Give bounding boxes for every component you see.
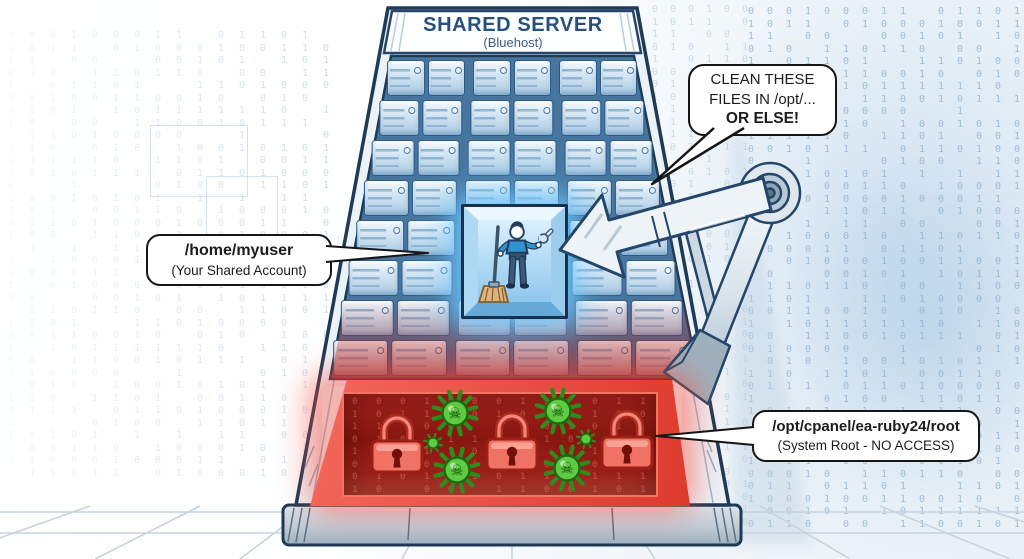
server-unit-icon — [564, 140, 607, 176]
server-unit-icon — [371, 140, 415, 176]
rack-cell — [559, 58, 637, 98]
server-unit-icon — [401, 260, 453, 296]
rack-cell — [473, 58, 551, 98]
server-unit-icon — [614, 180, 661, 216]
threat-speech-bubble: CLEAN THESE FILES IN /opt/... OR ELSE! — [688, 64, 837, 136]
binary-column: 1 1 0 1 0 1 0 0 1 0 1 1 0 1 0 0 1 0 1 1 … — [71, 30, 78, 479]
server-unit-icon — [620, 220, 668, 256]
binary-column: 0 0 1 0 1 1 0 1 0 1 1 0 0 1 1 0 1 0 0 1 … — [113, 30, 120, 479]
virus-small-icon — [423, 433, 443, 458]
server-unit-icon — [566, 180, 612, 216]
server-unit-icon — [604, 100, 645, 136]
server-unit-icon — [363, 180, 410, 216]
callout-home-desc: (Your Shared Account) — [171, 262, 307, 278]
svg-text:☠: ☠ — [448, 405, 461, 423]
binary-column: 0 1 1 0 1 0 1 1 0 0 1 1 0 1 0 0 1 0 1 0 … — [995, 6, 1002, 530]
binary-column: 1 1 0 1 0 0 1 0 1 0 0 1 1 0 1 0 1 1 1 0 … — [1014, 6, 1021, 530]
callout-root: /opt/cpanel/ea-ruby24/root (System Root … — [752, 410, 980, 462]
rack-cell — [387, 58, 465, 98]
rack-cell — [379, 98, 463, 138]
server-unit-icon — [412, 180, 458, 216]
binary-column: 0 1 0 0 1 0 1 0 1 1 0 1 1 0 1 0 0 1 0 1 … — [50, 30, 57, 479]
binary-column: 0 1 0 1 1 0 1 0 0 1 0 1 0 0 1 1 0 1 0 1 … — [134, 30, 141, 466]
rack-cell — [564, 138, 653, 178]
server-unit-icon — [571, 260, 623, 296]
server-unit-icon — [406, 220, 455, 256]
server-unit-icon — [473, 60, 511, 96]
rack-cell — [467, 138, 557, 178]
server-unit-icon — [569, 220, 618, 256]
binary-column: 1 0 1 0 0 1 0 1 1 0 1 0 0 1 0 1 1 0 1 0 … — [957, 6, 964, 530]
server-unit-icon — [356, 220, 404, 256]
server-unit-icon — [609, 140, 653, 176]
server-unit-icon — [513, 60, 551, 96]
rack-cell — [470, 98, 554, 138]
server-unit-icon — [417, 140, 460, 176]
server-unit-icon — [513, 100, 554, 136]
server-unit-icon — [625, 260, 676, 296]
server-title: SHARED SERVER — [423, 14, 603, 37]
binary-column: 0 1 1 0 1 0 0 1 0 1 0 0 1 1 0 1 0 1 1 0 … — [8, 30, 15, 466]
bubble-line: CLEAN THESE — [710, 71, 815, 89]
server-unit-icon — [427, 60, 465, 96]
rack-row — [371, 138, 653, 178]
rack-cell — [348, 258, 453, 298]
server-banner: SHARED SERVER (Bluehost) — [384, 13, 642, 53]
callout-root-path: /opt/cpanel/ea-ruby24/root — [772, 418, 960, 436]
padlock-icon — [598, 406, 656, 477]
rack-cell — [371, 138, 460, 178]
server-unit-icon — [422, 100, 463, 136]
binary-column: 0 0 1 1 0 0 1 0 1 1 0 0 1 1 0 1 0 0 1 0 … — [92, 30, 99, 479]
person-cleaning-figure — [464, 207, 565, 316]
server-unit-icon — [561, 100, 602, 136]
server-unit-icon — [467, 140, 511, 176]
wall-schematic-box — [150, 125, 248, 197]
rack-cell — [571, 258, 676, 298]
rack-cell — [561, 98, 645, 138]
restricted-root-zone: 0 1 1 0 1 0 0 1 0 0 0 1 1 0 1 0 1 1 0 1 … — [310, 380, 690, 506]
binary-column: 0 0 1 1 0 1 0 1 1 1 0 0 0 1 0 1 0 0 1 1 … — [29, 30, 36, 479]
server-unit-icon — [348, 260, 399, 296]
padlock-icon — [483, 408, 541, 479]
server-unit-icon — [379, 100, 420, 136]
callout-home: /home/myuser (Your Shared Account) — [146, 234, 332, 286]
callout-home-path: /home/myuser — [184, 241, 294, 259]
rack-cell — [363, 178, 458, 218]
server-unit-icon — [387, 60, 425, 96]
server-unit-icon — [470, 100, 511, 136]
rack-cell — [569, 218, 668, 258]
server-unit-icon — [599, 60, 637, 96]
rack-row — [387, 58, 637, 98]
virus-icon: ☠ — [534, 387, 582, 440]
callout-root-desc: (System Root - NO ACCESS) — [777, 437, 955, 453]
bubble-line: OR ELSE! — [725, 110, 800, 128]
svg-text:☠: ☠ — [560, 460, 573, 478]
padlock-icon — [368, 410, 426, 481]
virus-small-icon — [576, 429, 596, 454]
user-account-cell — [461, 204, 568, 319]
rack-row — [379, 98, 645, 138]
binary-column: 1 0 1 0 0 1 0 1 1 0 1 0 0 1 0 1 1 0 1 0 … — [239, 30, 246, 479]
svg-text:☠: ☠ — [551, 403, 564, 421]
server-unit-icon — [513, 140, 557, 176]
server-unit-icon — [559, 60, 597, 96]
svg-text:☠: ☠ — [450, 462, 463, 480]
red-zone-icons: ☠ ☠ ☠ ☠ — [310, 380, 690, 506]
rack-cell — [566, 178, 661, 218]
rack-cell — [356, 218, 455, 258]
server-subtitle: (Bluehost) — [483, 35, 543, 51]
bubble-line: FILES IN /opt/... — [709, 90, 816, 108]
binary-column: 1 0 0 1 0 1 1 0 0 1 1 0 1 0 0 1 0 1 1 0 … — [976, 6, 983, 530]
